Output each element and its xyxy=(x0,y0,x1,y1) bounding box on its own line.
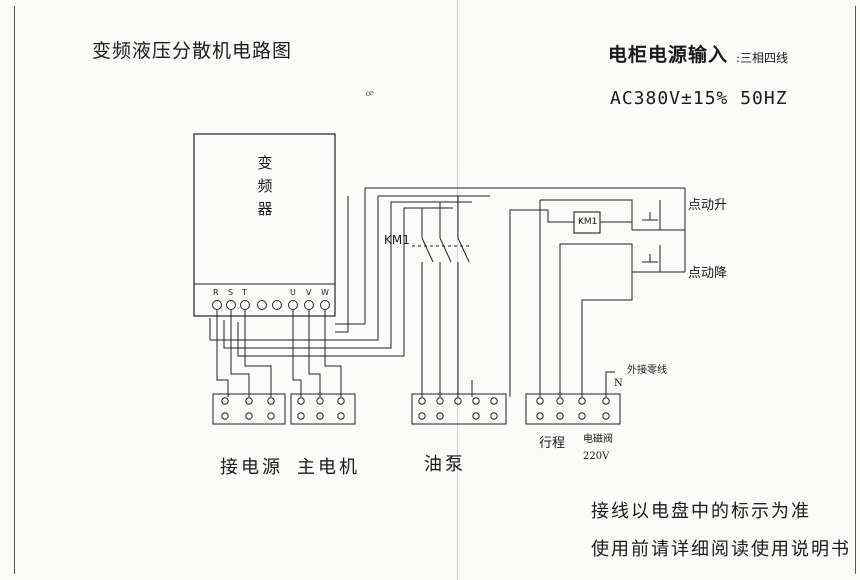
page-border xyxy=(14,6,856,574)
terminal-w-label: W xyxy=(321,288,329,297)
pushbutton-up xyxy=(631,200,685,231)
contactor-label: KM1 xyxy=(384,233,410,247)
terminal-v-label: V xyxy=(306,288,312,297)
motor-block-label: 主电机 xyxy=(297,457,360,478)
contactor-km1 xyxy=(412,196,473,397)
valve-block-label: 电磁阀 xyxy=(583,434,613,445)
power-input-heading: 电柜电源输入 xyxy=(608,40,728,67)
coil-wires xyxy=(547,210,632,223)
power-input-type: :三相四线 xyxy=(736,49,788,66)
terminal-block-supply xyxy=(212,393,286,425)
terminal-u-label: U xyxy=(290,288,296,297)
pump-block-label: 油泵 xyxy=(424,454,466,475)
power-type-text: 三相四线 xyxy=(740,51,789,65)
terminal-t-label: T xyxy=(242,288,247,297)
neutral-mark: N xyxy=(614,378,623,389)
terminal-block-control xyxy=(525,393,621,425)
motor-wires xyxy=(292,310,342,397)
inverter-box xyxy=(193,133,336,317)
terminal-s-label: S xyxy=(228,288,234,297)
power-spec: AC380V±15% 50HZ xyxy=(610,88,788,109)
valve-voltage-label: 220V xyxy=(583,451,610,462)
inverter-label: 变频器 xyxy=(257,154,273,218)
note-line-1: 接线以电盘中的标示为准 xyxy=(591,501,811,522)
note-line-2: 使用前请详细阅读使用说明书 xyxy=(591,539,851,560)
button-up-label: 点动升 xyxy=(688,198,728,213)
inverter-terminals xyxy=(212,300,330,310)
button-down-label: 点动降 xyxy=(688,266,728,281)
terminal-block-pump xyxy=(411,393,507,425)
neutral-label: 外接零线 xyxy=(627,365,667,376)
terminal-r-label: R xyxy=(213,288,219,297)
supply-wires xyxy=(209,195,490,397)
control-wires xyxy=(335,187,685,333)
pushbutton-down xyxy=(631,245,685,273)
control-circuit-wires xyxy=(509,188,686,397)
coil-label: KM1 xyxy=(578,217,598,227)
power-colon: : xyxy=(736,51,741,65)
terminal-block-motor xyxy=(290,393,356,425)
limit-block-label: 行程 xyxy=(539,436,566,451)
supply-block-label: 接电源 xyxy=(220,457,283,478)
power-heading-text: 电柜电源输入 xyxy=(608,44,729,66)
diagram-title: 变频液压分散机电路图 xyxy=(92,40,293,62)
